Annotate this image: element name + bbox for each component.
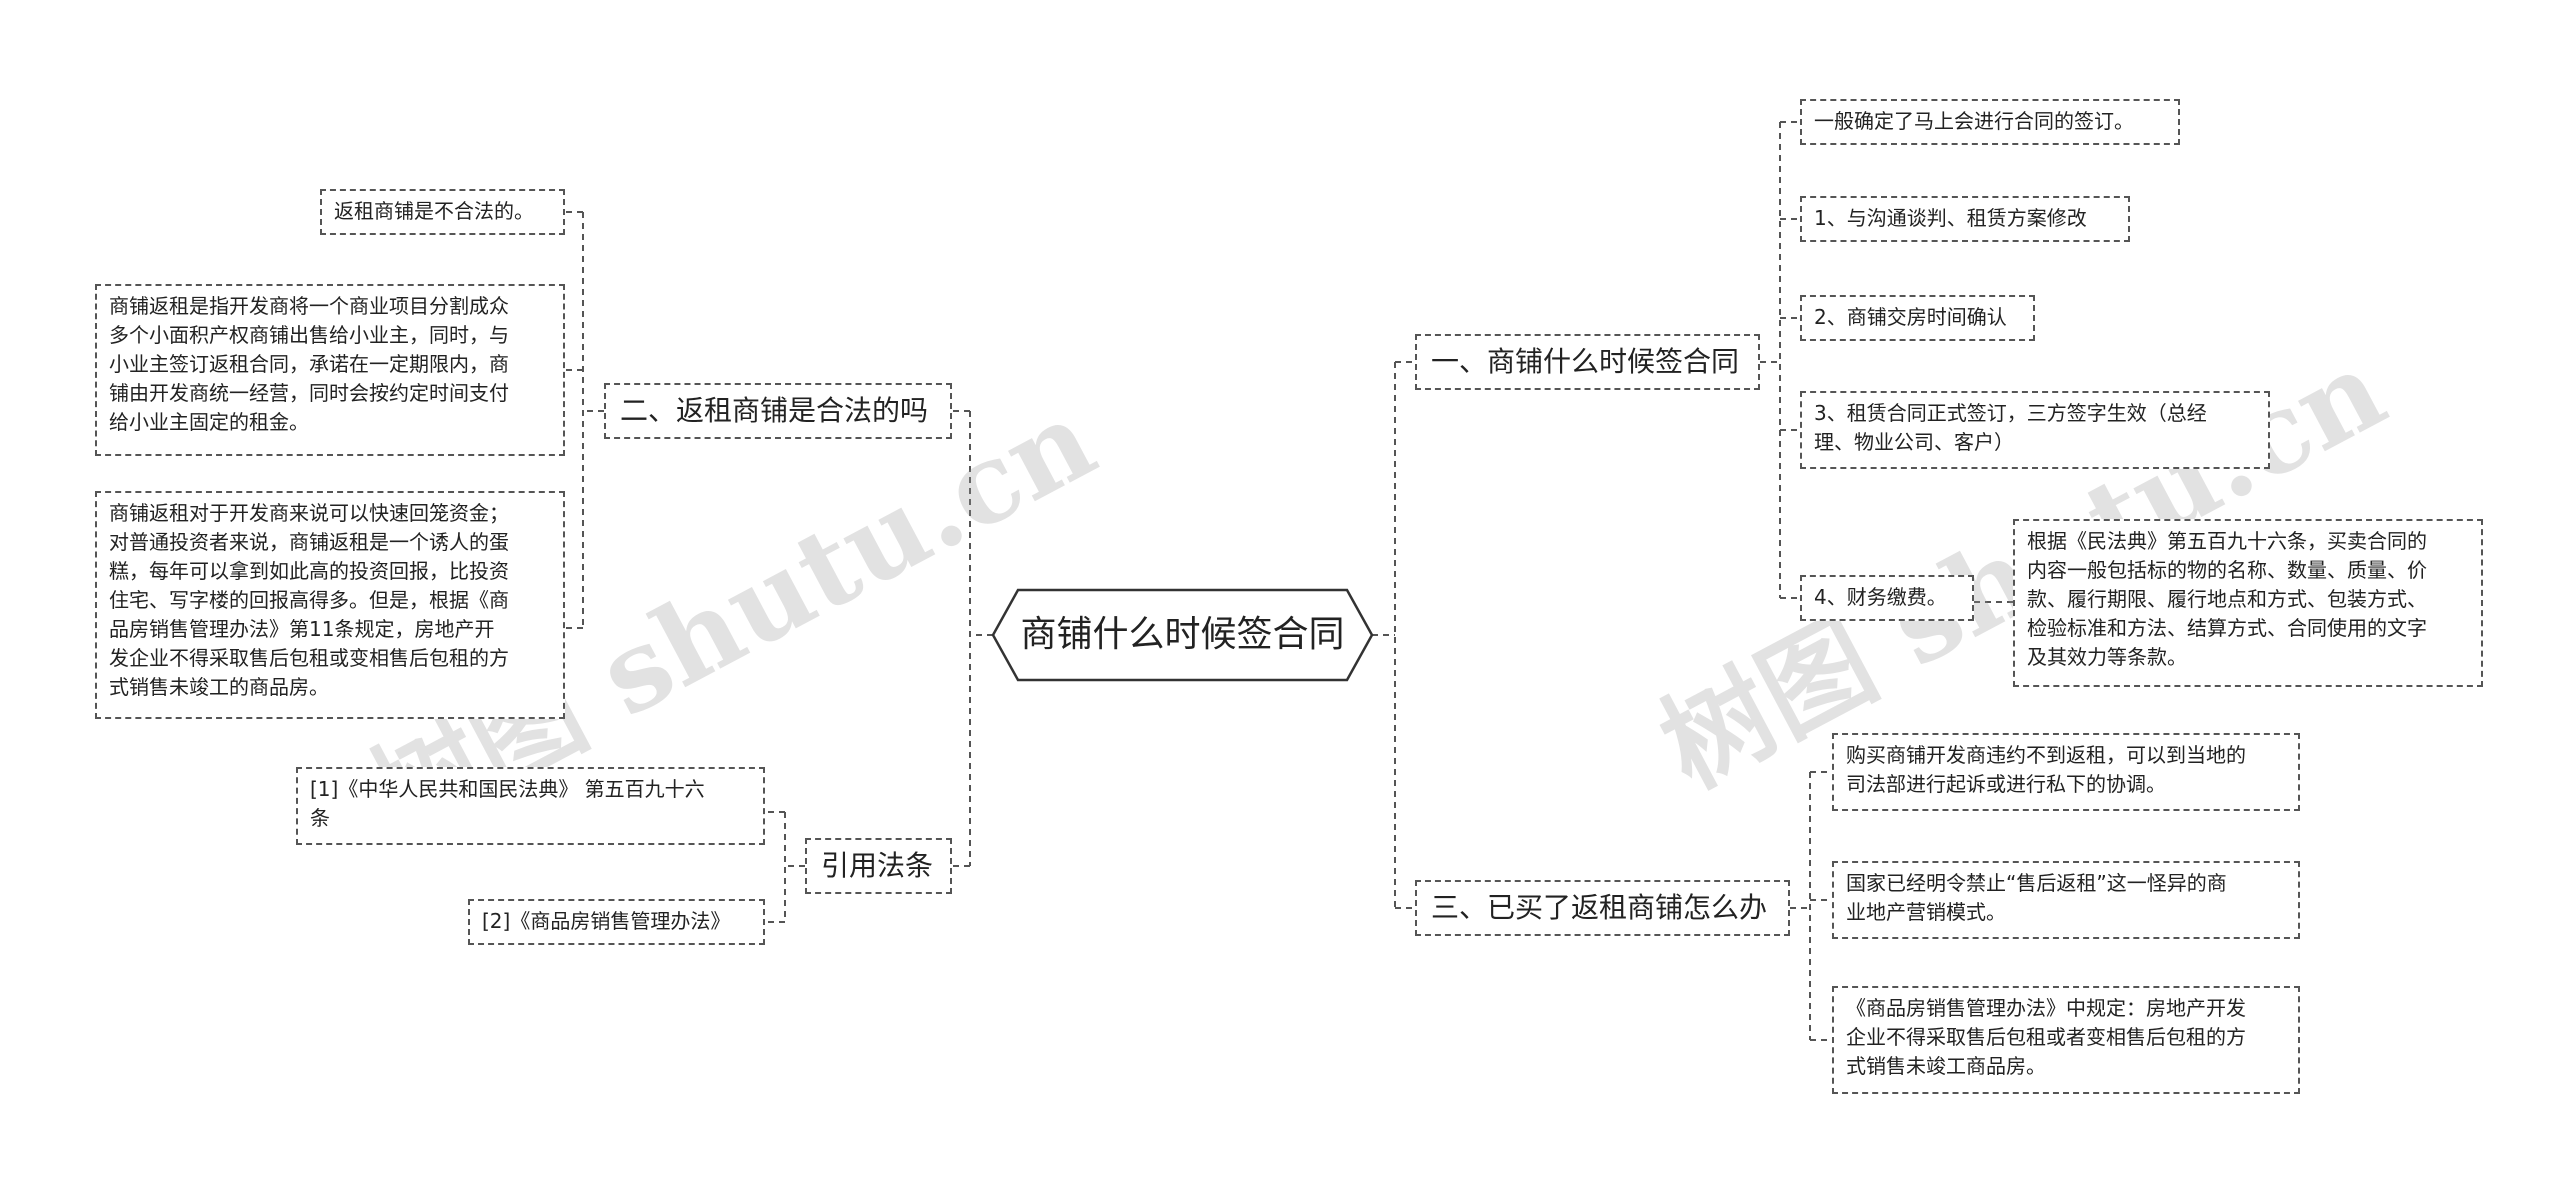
- branch-is-leaseback-legal[interactable]: 二、返租商铺是合法的吗: [604, 383, 952, 439]
- leaf-sales-regulation[interactable]: 《商品房销售管理办法》中规定：房地产开发 企业不得采取售后包租或者变相售后包租的…: [1832, 986, 2300, 1094]
- leaf-leaseback-analysis[interactable]: 商铺返租对于开发商来说可以快速回笼资金； 对普通投资者来说，商铺返租是一个诱人的…: [95, 491, 565, 719]
- center-topic[interactable]: 商铺什么时候签合同: [1005, 590, 1360, 680]
- leaf-handover-time[interactable]: 2、商铺交房时间确认: [1800, 295, 2035, 341]
- leaf-law-civil-code[interactable]: [1]《中华人民共和国民法典》 第五百九十六 条: [296, 767, 765, 845]
- leaf-payment[interactable]: 4、财务缴费。: [1800, 575, 1974, 621]
- branch-cited-laws[interactable]: 引用法条: [805, 838, 952, 894]
- leaf-law-sales-regulation[interactable]: [2]《商品房销售管理办法》: [468, 899, 765, 945]
- leaf-not-legal[interactable]: 返租商铺是不合法的。: [320, 189, 565, 235]
- leaf-formal-signing[interactable]: 3、租赁合同正式签订，三方签字生效（总经 理、物业公司、客户）: [1800, 391, 2270, 469]
- branch-what-to-do[interactable]: 三、已买了返租商铺怎么办: [1415, 880, 1790, 936]
- leaf-civil-code-596[interactable]: 根据《民法典》第五百九十六条，买卖合同的 内容一般包括标的物的名称、数量、质量、…: [2013, 519, 2483, 687]
- branch-label: 引用法条: [821, 849, 934, 882]
- leaf-sue-developer[interactable]: 购买商铺开发商违约不到返租，可以到当地的 司法部进行起诉或进行私下的协调。: [1832, 733, 2300, 811]
- branch-when-to-sign[interactable]: 一、商铺什么时候签合同: [1415, 334, 1760, 390]
- leaf-sign-immediately[interactable]: 一般确定了马上会进行合同的签订。: [1800, 99, 2180, 145]
- leaf-negotiation[interactable]: 1、与沟通谈判、租赁方案修改: [1800, 196, 2130, 242]
- branch-label: 一、商铺什么时候签合同: [1431, 345, 1740, 378]
- leaf-leaseback-definition[interactable]: 商铺返租是指开发商将一个商业项目分割成众 多个小面积产权商铺出售给小业主，同时，…: [95, 284, 565, 456]
- branch-label: 三、已买了返租商铺怎么办: [1431, 891, 1768, 924]
- center-hexagon: [991, 588, 1374, 682]
- leaf-state-ban[interactable]: 国家已经明令禁止“售后返租”这一怪异的商 业地产营销模式。: [1832, 861, 2300, 939]
- center-topic-label: 商铺什么时候签合同: [1020, 614, 1345, 655]
- branch-label: 二、返租商铺是合法的吗: [620, 394, 929, 427]
